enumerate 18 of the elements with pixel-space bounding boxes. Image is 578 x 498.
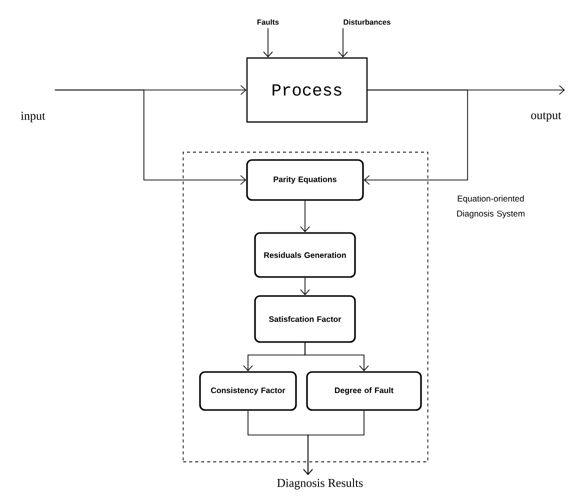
arrow	[364, 90, 468, 185]
arrow	[304, 342, 369, 372]
arrow	[303, 410, 364, 476]
arrow	[54, 90, 246, 185]
system-label: Equation-oriented Diagnosis System	[457, 195, 524, 218]
arrow	[300, 200, 310, 232]
step-box: Parity Equations	[246, 159, 364, 201]
arrow	[338, 28, 348, 58]
arrow	[300, 277, 310, 296]
step-box: Degree of Fault	[306, 371, 422, 411]
step-box: Satisfcation Factor	[254, 295, 356, 343]
step-box: Residuals Generation	[254, 232, 356, 278]
process-box: Process	[246, 57, 368, 123]
signal-label: output	[531, 112, 562, 122]
step-box: Consistency Factor	[199, 371, 297, 411]
signal-label: input	[20, 112, 46, 122]
arrow	[263, 28, 273, 58]
signal-label: Diagnosis Results	[277, 478, 363, 490]
